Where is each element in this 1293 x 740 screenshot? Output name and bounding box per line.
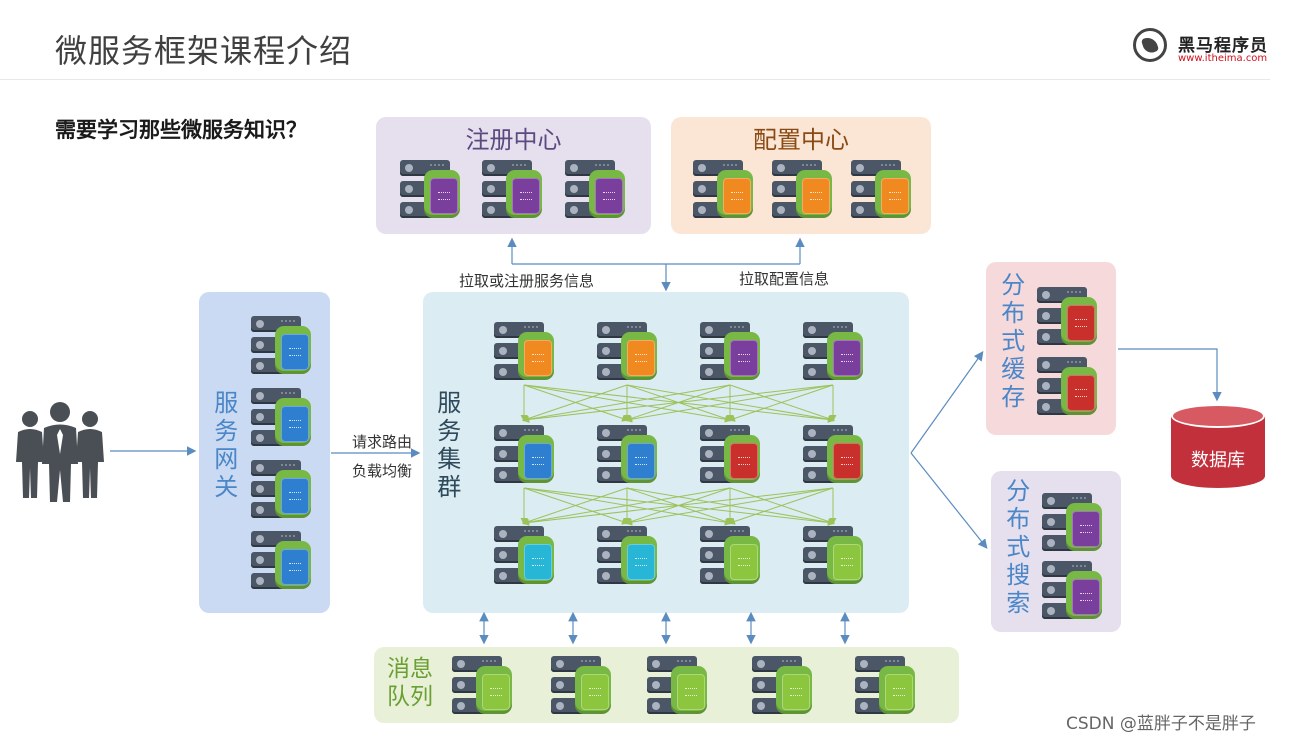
cluster-server-node	[597, 425, 657, 485]
cache-label: 分布式缓存	[996, 272, 1025, 412]
config-server-node	[772, 160, 832, 220]
cluster-server-node	[597, 322, 657, 382]
mq-server-node	[855, 656, 915, 716]
gateway-label: 服务网关	[209, 390, 238, 502]
horse-logo-icon	[1133, 28, 1167, 62]
registry-server-node	[482, 160, 542, 220]
search-server-node	[1042, 493, 1102, 553]
mq-server-node	[452, 656, 512, 716]
title-divider	[0, 79, 1270, 80]
cluster-server-node	[700, 526, 760, 586]
brand-logo: 黑马程序员 www.itheima.com	[1133, 26, 1273, 70]
mq-server-node	[551, 656, 611, 716]
cluster-server-node	[803, 322, 863, 382]
search-label: 分布式搜索	[1001, 478, 1030, 618]
registry-config-arrows	[507, 237, 805, 292]
registry-server-node	[400, 160, 460, 220]
database-cylinder-top	[1171, 404, 1265, 428]
cluster-server-node	[494, 322, 554, 382]
cache-server-node	[1037, 357, 1097, 417]
section-question: 需要学习那些微服务知识？	[55, 117, 307, 142]
cluster-mesh-lines	[520, 384, 837, 526]
database-cylinder	[1171, 416, 1265, 488]
mq-label: 消息队列	[387, 656, 433, 710]
cache-server-node	[1037, 287, 1097, 347]
users-group-icon	[16, 402, 104, 502]
cluster-server-node	[803, 526, 863, 586]
gateway-server-node	[251, 388, 311, 448]
cluster-server-node	[597, 526, 657, 586]
mq-server-node	[752, 656, 812, 716]
logo-name: 黑马程序员	[1178, 36, 1268, 56]
logo-url: www.itheima.com	[1178, 53, 1268, 64]
watermark-text: CSDN @蓝胖子不是胖子	[1066, 714, 1256, 734]
route-label: 请求路由	[352, 433, 413, 451]
flow-arrows	[110, 348, 1222, 549]
cluster-server-node	[700, 425, 760, 485]
config-pull-label: 拉取配置信息	[739, 270, 830, 288]
registry-pull-label: 拉取或注册服务信息	[459, 272, 595, 290]
config-label: 配置中心	[753, 126, 849, 154]
slide-title: 微服务框架课程介绍	[55, 32, 353, 70]
cluster-server-node	[803, 425, 863, 485]
cluster-server-node	[494, 425, 554, 485]
mq-server-node	[647, 656, 707, 716]
gateway-server-node	[251, 316, 311, 376]
search-server-node	[1042, 561, 1102, 621]
gateway-server-node	[251, 460, 311, 520]
database-label: 数据库	[1191, 450, 1245, 471]
config-server-node	[693, 160, 753, 220]
cluster-server-node	[700, 322, 760, 382]
gateway-server-node	[251, 531, 311, 591]
cluster-label: 服务集群	[432, 390, 461, 502]
cluster-server-node	[494, 526, 554, 586]
balance-label: 负载均衡	[352, 462, 413, 480]
registry-label: 注册中心	[465, 126, 562, 154]
registry-server-node	[565, 160, 625, 220]
mq-arrows	[479, 611, 850, 645]
config-server-node	[851, 160, 911, 220]
